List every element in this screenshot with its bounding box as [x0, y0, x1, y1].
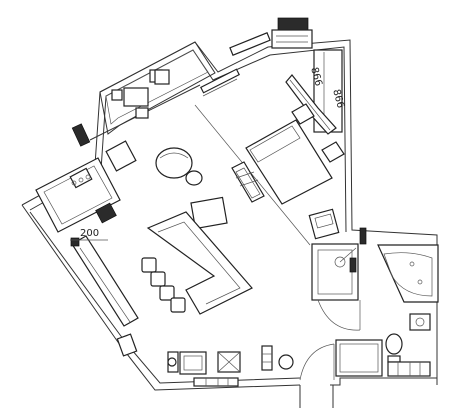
washing-cabinet [335, 339, 383, 377]
round-stool [185, 170, 203, 186]
dimension-label-wardrobe-b: 866 [330, 88, 346, 109]
living-room [141, 147, 253, 315]
entry-door [299, 343, 335, 381]
fridge [105, 140, 137, 172]
nightstand [291, 103, 315, 125]
dimension-label-wardrobe-a: 866 [308, 66, 324, 87]
nightstand [321, 141, 345, 163]
bedroom [231, 103, 345, 240]
bar-stool [170, 297, 186, 313]
oven [179, 351, 207, 375]
bar-stool [141, 257, 157, 273]
balcony-planter [71, 123, 91, 147]
top-window [200, 32, 271, 97]
dimension-label-left: 200 [80, 228, 99, 239]
plant-pot [278, 354, 294, 370]
column-block [70, 237, 80, 247]
bottom-cabinets [116, 333, 294, 387]
shelf [261, 345, 273, 371]
kitchen-counter [35, 157, 121, 233]
balcony-chair [111, 89, 123, 101]
armchair [308, 208, 340, 240]
cooktop [95, 202, 117, 224]
bathroom [311, 227, 439, 377]
bar-stool [159, 285, 175, 301]
tv-cabinet [231, 161, 265, 203]
island-counter [146, 211, 253, 315]
outer-walls [21, 39, 438, 408]
corner-bathtub [377, 244, 439, 303]
bathroom-sink [409, 313, 431, 331]
coffee-table [190, 196, 228, 230]
toilet [385, 333, 403, 355]
bottom-right-cabinets [387, 361, 431, 377]
balcony-table [123, 87, 149, 107]
wardrobe: 866 866 [285, 66, 346, 135]
balcony [71, 41, 216, 147]
double-bed [245, 119, 333, 205]
bar-stool [150, 271, 166, 287]
balcony-chair [135, 107, 149, 119]
left-wall-cabinets: 200 [70, 228, 139, 327]
kitchen-left [35, 140, 137, 233]
round-table [155, 147, 193, 179]
